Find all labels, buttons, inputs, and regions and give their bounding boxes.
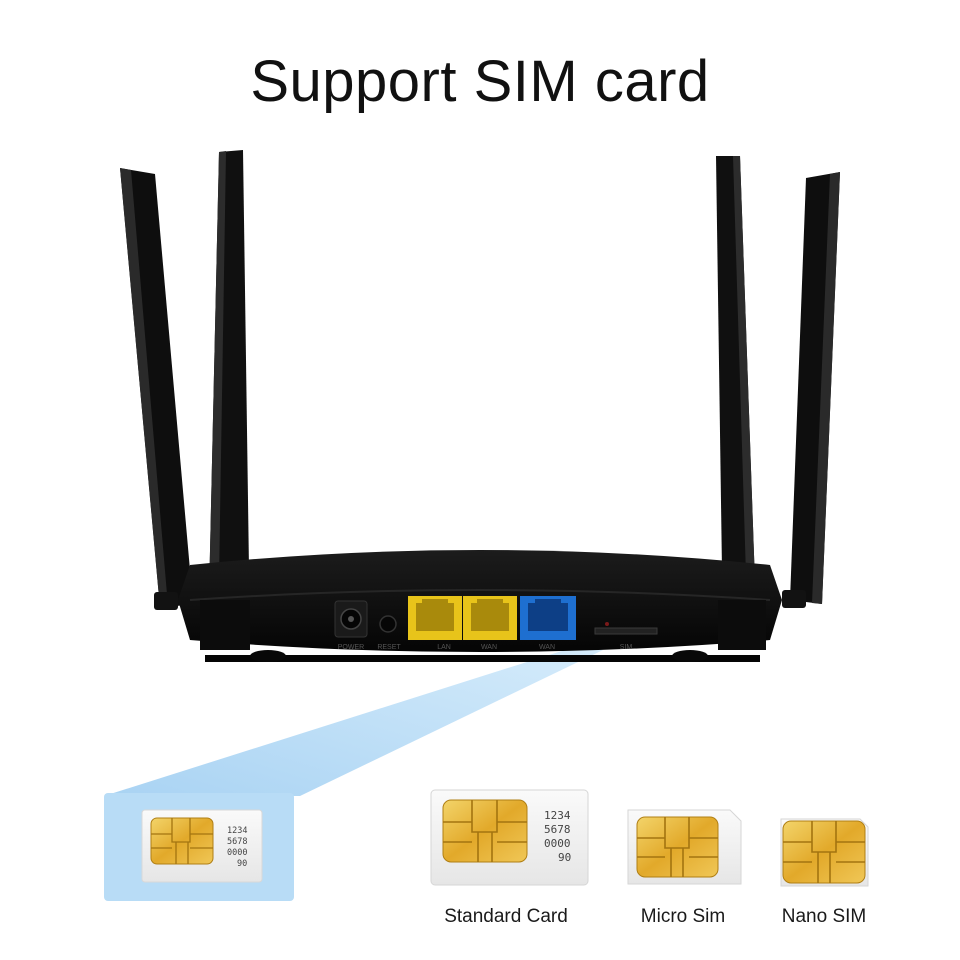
card-label-nano: Nano SIM [781, 906, 867, 927]
sim-number-line: 5678 [227, 837, 247, 847]
card-label-standard: Standard Card [444, 906, 568, 927]
card-label-micro: Micro Sim [640, 906, 726, 927]
sim-number-line: 5678 [544, 823, 571, 836]
antenna-left-outer [120, 168, 193, 608]
page-title: Support SIM card [250, 49, 710, 114]
sim-slot [594, 622, 658, 635]
power-label: POWER [338, 644, 364, 651]
sim-number-line: 90 [237, 859, 247, 869]
sim-number-line: 1234 [227, 826, 247, 836]
antenna-right-inner [716, 156, 757, 640]
wan-label: WAN [481, 644, 497, 651]
reset-button [379, 615, 397, 633]
sim-number-line: 0000 [544, 837, 571, 850]
sim-number-line: 1234 [544, 809, 571, 822]
wan-blue-label: WAN [539, 644, 555, 651]
standard-sim-card: 1234 5678 0000 90 [430, 789, 589, 886]
lan-port-1 [408, 596, 462, 640]
lan-port-2 [463, 596, 517, 640]
antenna-right-outer [790, 172, 840, 604]
sim-number-line: 90 [558, 851, 571, 864]
micro-sim-card [627, 809, 742, 885]
highlighted-sim-card: 1234 5678 0000 90 [141, 809, 263, 883]
sim-number-line: 0000 [227, 848, 247, 858]
highlight-beam [104, 642, 603, 796]
wan-port [520, 596, 576, 640]
nano-sim-card [780, 818, 869, 887]
antenna-left-inner [208, 150, 250, 640]
sim-label: SIM [620, 644, 633, 651]
lan-label: LAN [437, 644, 451, 651]
power-port [334, 600, 368, 638]
reset-label: RESET [377, 644, 401, 651]
